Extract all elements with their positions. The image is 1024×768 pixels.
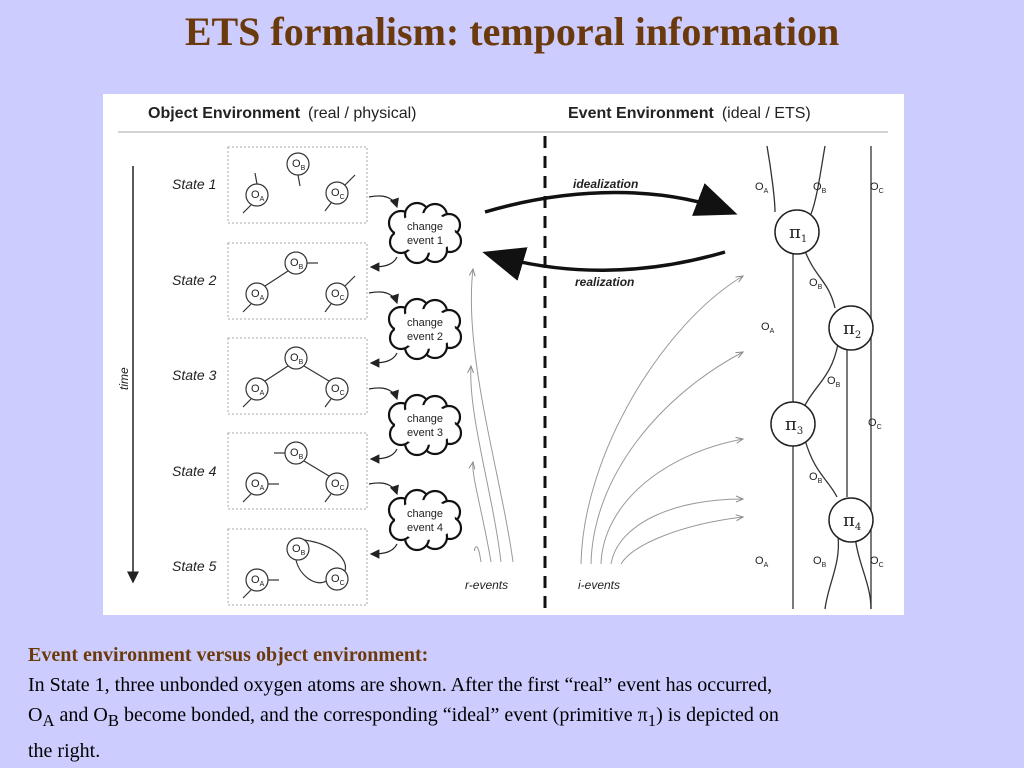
state-box-4: OA OB OC bbox=[227, 432, 368, 510]
worldline-label: OA bbox=[755, 555, 769, 569]
svg-text:change: change bbox=[407, 508, 443, 520]
state-box-3: OA OB OC bbox=[227, 337, 368, 415]
svg-text:change: change bbox=[407, 221, 443, 233]
atom-oa: OA bbox=[245, 282, 269, 306]
event-env-heading: Event Environment (ideal / ETS) bbox=[568, 105, 811, 122]
state-label-4: State 4 bbox=[172, 463, 217, 479]
state-label-2: State 2 bbox=[172, 272, 217, 288]
svg-text:OA: OA bbox=[251, 574, 265, 588]
svg-text:OC: OC bbox=[331, 288, 345, 302]
atom-ob: OB bbox=[284, 441, 308, 465]
ets-diagram: Object Environment (real / physical) Eve… bbox=[103, 94, 904, 615]
primitive-pi-2: π2 bbox=[828, 305, 874, 351]
atom-oc: OC bbox=[325, 567, 349, 591]
atom-ob: OB bbox=[286, 537, 310, 561]
state-label-5: State 5 bbox=[172, 558, 217, 574]
primitive-pi-4: π4 bbox=[828, 497, 874, 543]
svg-text:OB: OB bbox=[290, 257, 304, 271]
svg-text:OB: OB bbox=[292, 158, 306, 172]
worldline-label: OB bbox=[813, 181, 827, 195]
caption-line-1: In State 1, three unbonded oxygen atoms … bbox=[28, 674, 773, 696]
ets-worldlines bbox=[766, 145, 872, 610]
svg-text:π3: π3 bbox=[785, 414, 803, 437]
atom-oa: OA bbox=[245, 377, 269, 401]
svg-text:OB: OB bbox=[290, 352, 304, 366]
worldline-label: OB bbox=[809, 277, 823, 291]
state-boxes: OA OB OC OA OB OC OA OB OC OA OB OC OA OB OC bbox=[227, 146, 368, 606]
svg-text:event 2: event 2 bbox=[407, 331, 443, 343]
atom-oc: OC bbox=[325, 472, 349, 496]
caption-line-2: OA and OB become bonded, and the corresp… bbox=[28, 704, 779, 730]
caption-line-3: the right. bbox=[28, 740, 101, 762]
svg-text:event 3: event 3 bbox=[407, 427, 443, 439]
change-event-3: change event 3 bbox=[368, 387, 463, 464]
svg-text:event 1: event 1 bbox=[407, 235, 443, 247]
object-env-heading: Object Environment (real / physical) bbox=[148, 105, 417, 122]
r-events-label: r-events bbox=[465, 578, 508, 592]
atom-oc: OC bbox=[325, 282, 349, 306]
slide-title: ETS formalism: temporal information bbox=[184, 9, 840, 54]
svg-text:change: change bbox=[407, 413, 443, 425]
state-box-2: OA OB OC bbox=[227, 242, 368, 320]
worldline-label: OC bbox=[870, 181, 884, 195]
idealization-label: idealization bbox=[573, 177, 638, 191]
change-event-2: change event 2 bbox=[368, 291, 463, 368]
svg-text:π4: π4 bbox=[843, 510, 861, 533]
svg-text:OB: OB bbox=[290, 447, 304, 461]
svg-text:change: change bbox=[407, 317, 443, 329]
ets-diagram-svg: Object Environment (real / physical) Eve… bbox=[117, 105, 888, 610]
svg-text:OA: OA bbox=[251, 189, 265, 203]
svg-text:OA: OA bbox=[251, 478, 265, 492]
worldline-label: OA bbox=[761, 321, 775, 335]
svg-text:event 4: event 4 bbox=[407, 522, 443, 534]
svg-text:OB: OB bbox=[292, 543, 306, 557]
change-event-4: change event 4 bbox=[368, 482, 463, 559]
caption-heading: Event environment versus object environm… bbox=[28, 644, 429, 666]
i-events-label: i-events bbox=[578, 578, 620, 592]
primitive-pi-1: π1 bbox=[774, 209, 820, 255]
atom-oa: OA bbox=[245, 183, 269, 207]
r-event-curves bbox=[471, 269, 514, 563]
svg-text:π1: π1 bbox=[789, 222, 807, 245]
svg-text:OC: OC bbox=[331, 478, 345, 492]
caption: Event environment versus object environm… bbox=[28, 640, 1003, 766]
atom-ob: OB bbox=[284, 251, 308, 275]
svg-text:OC: OC bbox=[331, 383, 345, 397]
atom-ob: OB bbox=[286, 152, 310, 176]
realization-arrow bbox=[482, 247, 726, 281]
atom-ob: OB bbox=[284, 346, 308, 370]
svg-text:π2: π2 bbox=[843, 318, 861, 341]
worldline-label: OC bbox=[868, 417, 882, 431]
time-label: time bbox=[117, 367, 131, 390]
worldline-label: OB bbox=[813, 555, 827, 569]
idealization-arrow bbox=[484, 183, 738, 216]
worldline-label: OB bbox=[809, 471, 823, 485]
worldline-label: OB bbox=[827, 375, 841, 389]
worldline-label: OC bbox=[870, 555, 884, 569]
state-box-5: OA OB OC bbox=[227, 528, 368, 606]
atom-oa: OA bbox=[245, 472, 269, 496]
state-box-1: OA OB OC bbox=[227, 146, 368, 224]
atom-oc: OC bbox=[325, 181, 349, 205]
svg-text:OC: OC bbox=[331, 573, 345, 587]
svg-text:OC: OC bbox=[331, 187, 345, 201]
change-event-1: change event 1 bbox=[368, 195, 463, 272]
svg-text:OA: OA bbox=[251, 383, 265, 397]
atom-oc: OC bbox=[325, 377, 349, 401]
worldline-label: OA bbox=[755, 181, 769, 195]
svg-text:OA: OA bbox=[251, 288, 265, 302]
realization-label: realization bbox=[575, 275, 634, 289]
state-label-3: State 3 bbox=[172, 367, 217, 383]
worldline-labels: OA OB OC OB OA OB OC OB OA OB OC bbox=[755, 181, 884, 569]
primitives: π1 π2 π3 π4 bbox=[770, 209, 874, 543]
i-event-curves bbox=[580, 276, 743, 565]
primitive-pi-3: π3 bbox=[770, 401, 816, 447]
atom-oa: OA bbox=[245, 568, 269, 592]
state-label-1: State 1 bbox=[172, 176, 216, 192]
